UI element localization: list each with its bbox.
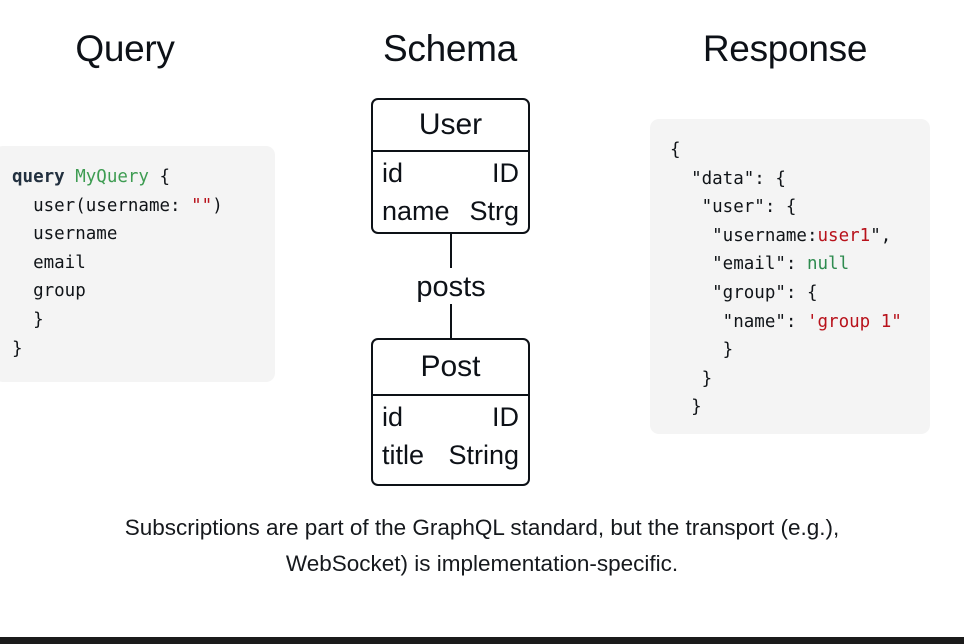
field-name: name	[382, 196, 450, 226]
caption-line-2: WebSocket) is implementation-specific.	[285, 551, 679, 576]
code-token: "email":	[670, 254, 807, 275]
field-type: ID	[492, 158, 519, 188]
response-code-panel: { "data": { "user": { "username:user1", …	[650, 119, 930, 434]
code-line: "group": {	[670, 279, 930, 308]
code-line: "username:user1",	[670, 222, 930, 251]
code-line: query MyQuery {	[12, 163, 275, 192]
code-token: MyQuery	[75, 167, 149, 187]
code-line: email	[12, 249, 275, 278]
entity-title-post: Post	[373, 340, 528, 396]
code-token: ",	[870, 225, 892, 246]
code-token: null	[806, 254, 850, 275]
caption-line-1: Subscriptions are part of the GraphQL st…	[124, 515, 840, 540]
code-token: "user": {	[670, 197, 797, 218]
schema-diagram: User id ID name Strg posts Post id ID ti…	[339, 98, 563, 486]
code-token: query	[12, 167, 76, 187]
code-token: ""	[191, 195, 213, 216]
field-name: id	[382, 402, 404, 432]
field-row: name Strg	[380, 192, 521, 230]
relation-label-posts: posts	[339, 268, 563, 306]
relation-connector-line-top	[449, 234, 452, 272]
entity-box-post: Post id ID title String	[371, 338, 530, 486]
query-code-panel: query MyQuery { user(username: "") usern…	[0, 146, 275, 382]
code-token: )	[212, 195, 223, 216]
code-token: user1	[817, 225, 871, 246]
code-token: email	[12, 252, 86, 273]
code-line: {	[670, 136, 930, 165]
code-token: }	[670, 340, 734, 361]
code-line: "name": 'group 1"	[670, 308, 930, 337]
code-line: }	[670, 365, 930, 394]
code-line: "data": {	[670, 165, 930, 194]
code-line: group	[12, 277, 275, 306]
field-type: Strg	[469, 196, 519, 226]
bottom-bar	[0, 637, 964, 644]
column-heading-schema: Schema	[383, 28, 517, 69]
field-type: String	[448, 440, 519, 470]
code-token: }	[670, 368, 713, 389]
column-heading-query: Query	[75, 28, 175, 69]
field-name: id	[382, 158, 404, 188]
code-line: "user": {	[670, 193, 930, 222]
code-line: }	[12, 306, 275, 335]
code-token: "username:	[670, 225, 818, 246]
code-token: "data": {	[670, 168, 786, 189]
code-token: 'group 1"	[806, 311, 902, 332]
code-token: "name":	[670, 311, 807, 332]
field-name: title	[382, 440, 425, 470]
code-line: }	[670, 336, 930, 365]
entity-title-user: User	[373, 100, 528, 152]
code-token: }	[12, 309, 44, 330]
code-token: {	[670, 140, 681, 160]
code-line: user(username: "")	[12, 192, 275, 221]
code-token: }	[12, 338, 23, 359]
code-line: }	[670, 393, 930, 422]
code-token: user(username:	[12, 195, 192, 216]
field-row: id ID	[380, 398, 521, 436]
code-token: username	[12, 224, 118, 245]
code-line: username	[12, 220, 275, 249]
field-type: ID	[492, 402, 519, 432]
code-token: group	[12, 281, 86, 302]
entity-fields-post: id ID title String	[373, 396, 528, 474]
code-token: "group": {	[670, 282, 818, 303]
entity-fields-user: id ID name Strg	[373, 152, 528, 230]
code-line: }	[12, 335, 275, 364]
entity-box-user: User id ID name Strg	[371, 98, 530, 234]
field-row: title String	[380, 436, 521, 474]
relation-connector-line-bottom	[449, 304, 452, 338]
code-line: "email": null	[670, 250, 930, 279]
code-token: {	[148, 167, 171, 187]
code-token: }	[670, 397, 702, 418]
column-heading-response: Response	[702, 28, 868, 69]
field-row: id ID	[380, 154, 521, 192]
figure-caption: Subscriptions are part of the GraphQL st…	[52, 510, 912, 582]
